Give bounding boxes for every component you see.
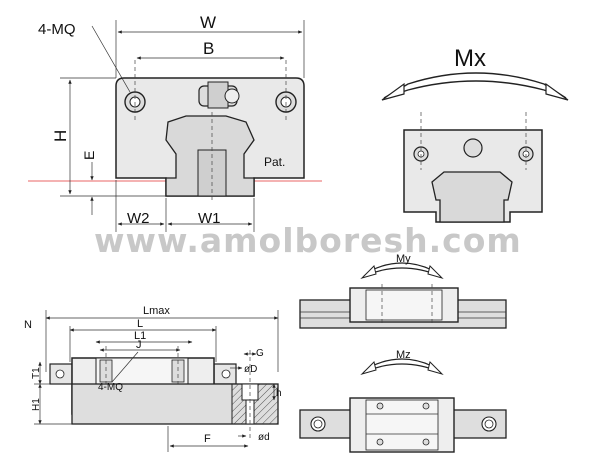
front-view (28, 20, 322, 232)
t1-label: T1 (31, 367, 42, 379)
f-label: F (204, 433, 211, 445)
hole-diameter-label: ød (258, 432, 270, 443)
j-label: J (136, 339, 142, 351)
w-dimension-label: W (200, 13, 216, 32)
n-label: N (24, 319, 32, 331)
w2-dimension-label: W2 (127, 210, 150, 227)
side-view (34, 310, 279, 452)
lmax-label: Lmax (143, 305, 170, 317)
g-label: G (256, 348, 264, 359)
h1-label: H1 (31, 398, 42, 411)
l1-label: L1 (134, 330, 146, 342)
patent-label: Pat. (264, 155, 285, 169)
mz-label: Mz (396, 349, 411, 361)
w1-dimension-label: W1 (198, 210, 221, 227)
mx-moment-view (381, 72, 569, 223)
b-dimension-label: B (203, 39, 214, 58)
counterbore-depth-label: h (276, 388, 282, 399)
counterbore-diameter-label: øD (244, 364, 257, 375)
e-dimension-label: E (81, 151, 97, 160)
h-dimension-label: H (51, 130, 70, 142)
my-moment-view (299, 262, 507, 329)
mz-moment-view (299, 358, 507, 453)
my-label: My (396, 253, 411, 265)
watermark: www.amolboresh.com (94, 221, 522, 260)
l-label: L (137, 318, 143, 330)
mq-label-side: 4-MQ (98, 382, 123, 393)
mx-label: Mx (454, 45, 486, 72)
mq-label-top: 4-MQ (38, 21, 76, 38)
